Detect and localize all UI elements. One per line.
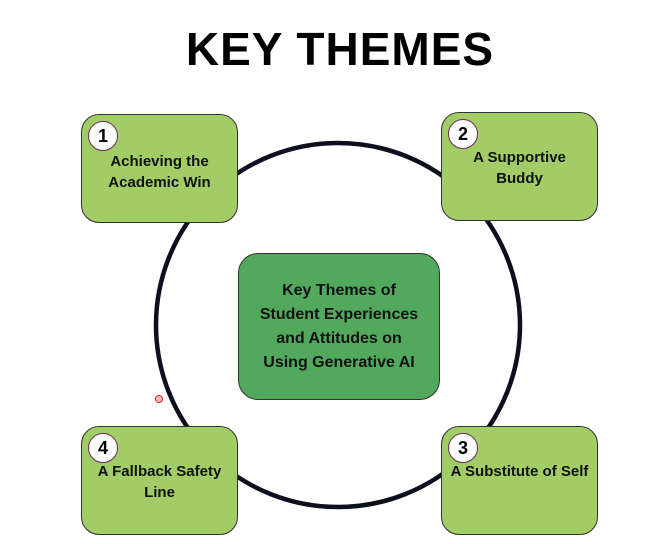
theme-box-4: 4 A Fallback Safety Line (81, 426, 238, 535)
ring-circle (153, 140, 523, 510)
theme-box-3: 3 A Substitute of Self (441, 426, 598, 535)
central-theme-label: Key Themes of Student Experiences and At… (259, 281, 419, 371)
theme-box-1: 1 Achieving the Academic Win (81, 114, 238, 223)
theme-label: A Fallback Safety Line (97, 463, 222, 501)
central-theme-box: Key Themes of Student Experiences and At… (238, 253, 440, 400)
theme-label: A Supportive Buddy (473, 149, 566, 187)
page-title: KEY THEMES (185, 23, 495, 75)
theme-number-badge: 4 (88, 433, 118, 463)
theme-number-badge: 2 (448, 119, 478, 149)
theme-box-2: 2 A Supportive Buddy (441, 112, 598, 221)
theme-label: A Substitute of Self (450, 463, 589, 480)
cursor-marker-icon (155, 395, 163, 403)
theme-number-badge: 3 (448, 433, 478, 463)
theme-label: Achieving the Academic Win (108, 153, 211, 191)
theme-number-badge: 1 (88, 121, 118, 151)
